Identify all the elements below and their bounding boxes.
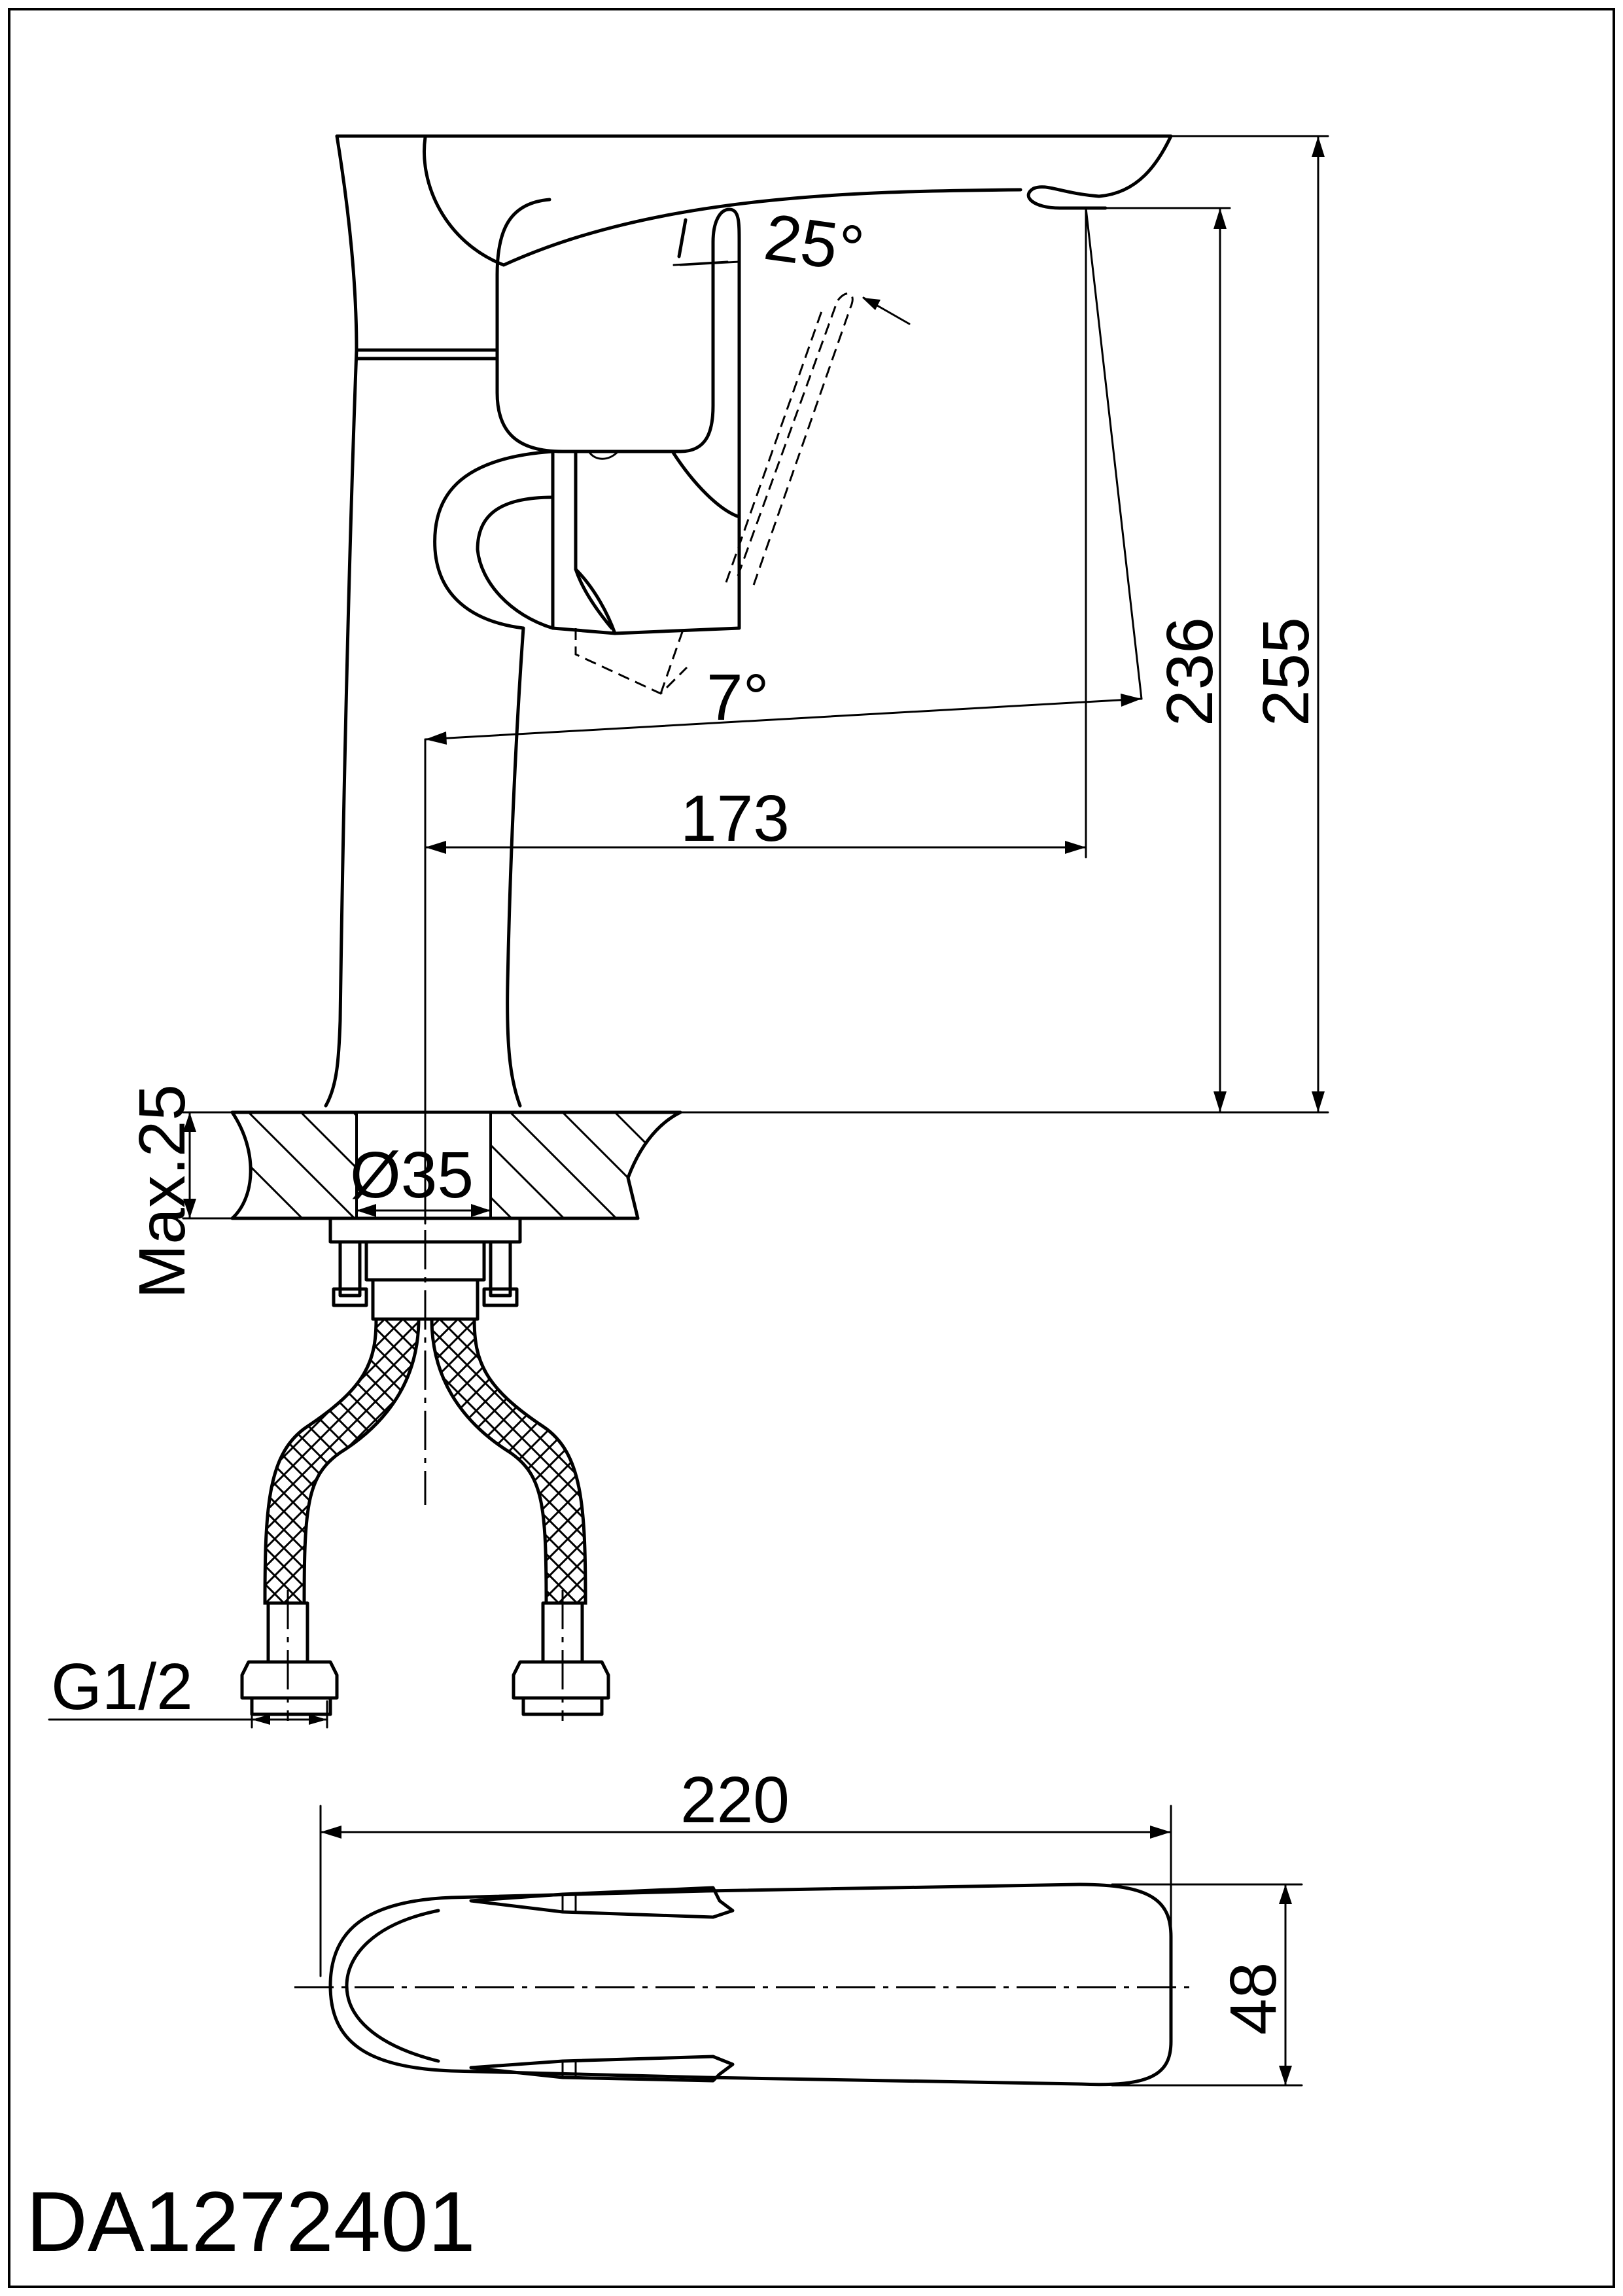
page-border [8, 8, 1615, 2288]
dim-label-173: 173 [680, 782, 790, 855]
angle-label-25: 25° [760, 200, 868, 287]
dim-label-255: 255 [1249, 617, 1323, 726]
dim-label-max-25: Max.25 [126, 1084, 199, 1299]
top-view-dimension-lines [319, 1805, 1303, 2087]
dim-label-g1-2: G1/2 [51, 1650, 193, 1723]
faucet-side-view [324, 134, 1173, 1108]
angle-label-7: 7° [707, 661, 769, 734]
dim-label-48: 48 [1217, 1962, 1290, 2035]
dimension-lines [48, 135, 1329, 1729]
faucet-top-view [294, 1882, 1197, 2087]
dim-label-220: 220 [680, 1763, 790, 1837]
dim-label-236: 236 [1153, 617, 1227, 726]
model-code: DA1272401 [26, 2174, 476, 2269]
dim-label-diameter-35: Ø35 [350, 1139, 474, 1212]
supply-hoses [240, 1230, 610, 1721]
